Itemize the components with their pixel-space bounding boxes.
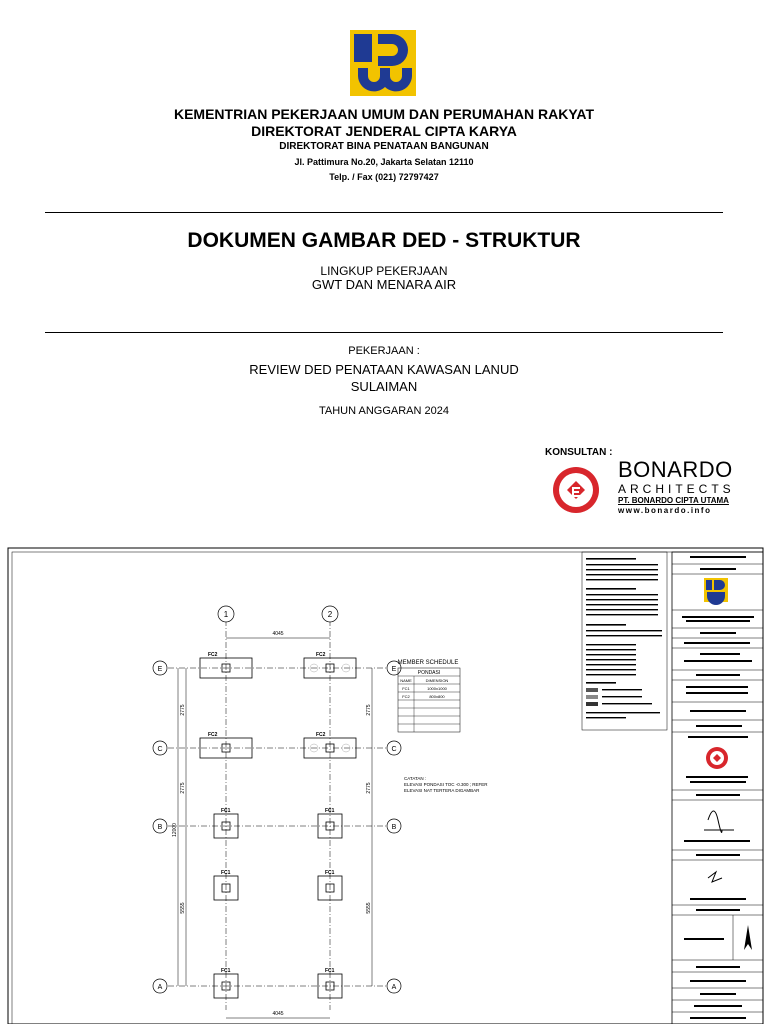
scope-label: LINGKUP PEKERJAAN [320,264,448,278]
footing-label: FC1 [221,968,231,974]
footing-fc2-c2: FC2 [303,732,357,759]
divider-top [45,212,723,213]
scope-value: GWT DAN MENARA AIR [311,277,457,292]
footing-label: FC2 [316,652,326,658]
consultant-brand: BONARDO ARCHITECTS PT. BONARDO CIPTA UTA… [618,458,735,516]
dimension-lines [177,637,373,1019]
dimension-side-right-2: 2775 [366,782,372,793]
footing-label: FC1 [221,870,231,876]
dimension-side-right-1: 2775 [366,704,372,715]
work-line-1: REVIEW DED PENATAAN KAWASAN LANUD [249,362,519,377]
consultant-label: KONSULTAN : [545,447,613,458]
note-line: CATATAN : [404,776,426,781]
consultant-company: PT. BONARDO CIPTA UTAMA [618,496,729,505]
dimension-side-2: 2775 [180,782,186,793]
title-block [671,551,764,1024]
footing-label: FC1 [325,870,335,876]
drawing-notes: CATATAN : ELEVASI PONDASI TOC -0.300 ; R… [404,776,488,793]
grid-label: B [392,824,397,831]
footing-label: FC1 [221,808,231,814]
schedule-cell: 1000x1000 [427,686,448,691]
schedule-header-dimension: DIMENSION [426,678,449,683]
fiscal-year: TAHUN ANGGARAN 2024 [318,405,449,417]
grid-bubble-row-a-right: A [386,978,402,994]
grid-label: E [392,666,397,673]
dimension-top: 4045 [272,631,283,637]
grid-lines [168,620,386,1010]
schedule-cell: 800x800 [429,694,445,699]
schedule-cell: FC1 [402,686,410,691]
phone: Telp. / Fax (021) 72797427 [329,172,439,182]
grid-label: A [158,984,163,991]
grid-label: 2 [328,610,333,619]
dimension-side-1: 2775 [180,704,186,715]
schedule-title: MEMBER SCHEDULE [398,660,459,666]
schedule-header-name: NAME [400,678,412,683]
footing-label: FC1 [325,808,335,814]
work-line-2: SULAIMAN [350,379,418,394]
grid-label: 1 [224,610,229,619]
grid-bubble-row-c-left: C [152,740,168,756]
footing-fc1-m2: FC1 [317,870,343,901]
footing-fc1-a1: FC1 [213,968,239,999]
ministry-name: KEMENTRIAN PEKERJAAN UMUM DAN PERUMAHAN … [173,106,594,122]
work-label: PEKERJAAN : [348,345,420,357]
dimension-bottom: 4045 [272,1011,283,1017]
grid-label: C [391,746,396,753]
note-line: ELEVASI PONDASI TOC -0.300 ; REFER [404,782,488,787]
grid-bubble-row-a-left: A [152,978,168,994]
schedule-subtitle: PONDASI [418,670,441,676]
footing-label: FC1 [325,968,335,974]
footing-fc1-b2: FC1 [317,808,343,839]
footing-label: FC2 [208,732,218,738]
sheet-inner-border [11,551,764,1024]
note-line: ELEVASI NAT TERTERA DIGAMBAR [404,788,480,793]
consultant-name: BONARDO [618,457,733,482]
directorate-general: DIREKTORAT JENDERAL CIPTA KARYA [251,123,517,139]
footing-fc2-e1: FC2 [199,652,253,679]
consultant-logo-icon [553,467,599,513]
cover-page: KEMENTRIAN PEKERJAAN UMUM DAN PERUMAHAN … [45,30,735,516]
consultant-subtitle: ARCHITECTS [618,482,735,496]
grid-label: B [158,824,163,831]
address: Jl. Pattimura No.20, Jakarta Selatan 121… [294,157,474,167]
document-title: DOKUMEN GAMBAR DED - STRUKTUR [187,229,581,252]
footing-fc2-c1: FC2 [199,732,253,759]
footing-label: FC2 [208,652,218,658]
directorate: DIREKTORAT BINA PENATAAN BANGUNAN [279,141,489,152]
sheet-border [7,547,764,1024]
grid-bubble-row-c-right: C [386,740,402,756]
general-notes-block [581,551,668,731]
grid-label: A [392,984,397,991]
dimension-total: 12000 [172,823,178,837]
grid-bubble-col-2: 2 [321,605,339,623]
footing-fc1-a2: FC1 [317,968,343,999]
grid-bubble-row-e-left: E [152,660,168,676]
footing-fc1-m1: FC1 [213,870,239,901]
grid-label: C [157,746,162,753]
pupr-logo-icon [350,30,416,96]
member-schedule-table: MEMBER SCHEDULE PONDASI NAME DIMENSION F… [398,660,461,733]
grid-label: E [158,666,163,673]
grid-bubble-row-b-right: B [386,818,402,834]
dimension-side-3: 5555 [180,902,186,913]
dimension-side-right-3: 5555 [366,902,372,913]
footing-label: FC2 [316,732,326,738]
schedule-cell: FC2 [402,694,410,699]
footing-fc1-b1: FC1 [213,808,239,839]
foundation-plan-drawing: 1 2 E C B A E C B A [7,547,764,1024]
consultant-website: www.bonardo.info [618,506,712,515]
grid-bubble-col-1: 1 [217,605,235,623]
footing-fc2-e2: FC2 [303,652,357,679]
divider-middle [45,332,723,333]
grid-bubble-row-b-left: B [152,818,168,834]
